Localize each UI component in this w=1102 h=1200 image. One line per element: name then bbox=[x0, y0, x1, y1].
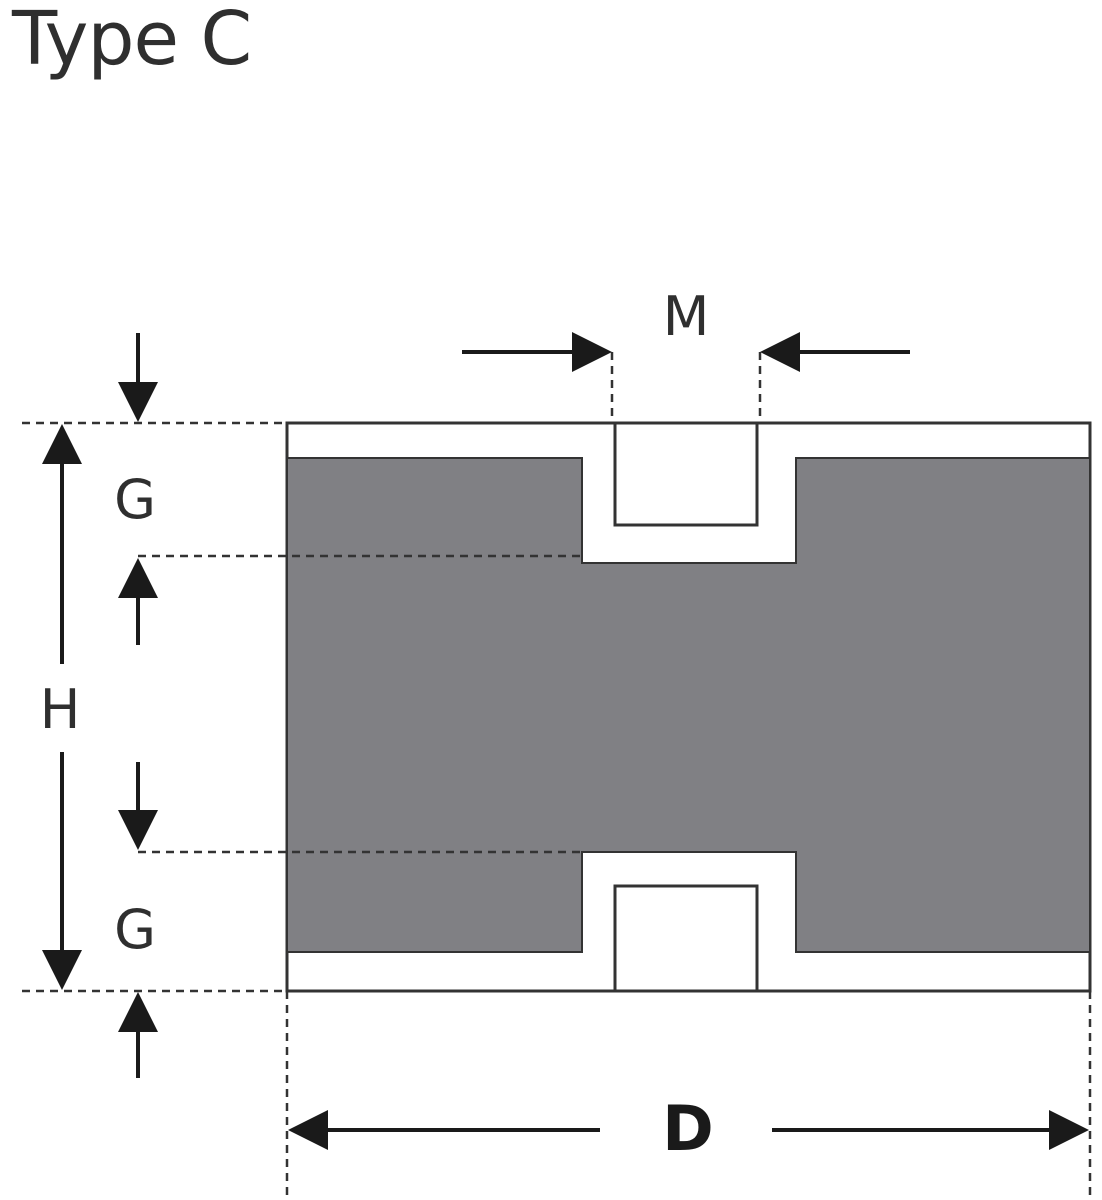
h-label: H bbox=[40, 678, 81, 741]
bottom-threaded-insert bbox=[613, 884, 759, 993]
top-threaded-insert bbox=[613, 421, 759, 527]
rubber-body bbox=[286, 457, 1091, 953]
d-label: D bbox=[662, 1092, 713, 1165]
g-top-label: G bbox=[114, 468, 156, 531]
m-label: M bbox=[663, 285, 710, 348]
diagram-title: Type C bbox=[12, 0, 252, 82]
g-bottom-label: G bbox=[114, 898, 156, 961]
